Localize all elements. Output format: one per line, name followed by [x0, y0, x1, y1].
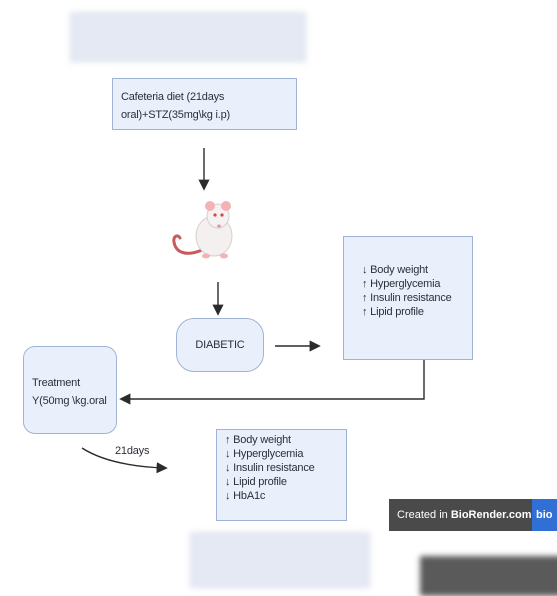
outcome-line: ↓ HbA1c	[225, 490, 266, 502]
outcome-line: ↓ Lipid profile	[225, 476, 287, 488]
lab-mouse-icon	[168, 198, 248, 266]
blurred-bottom-box	[190, 532, 370, 588]
biorender-logo-icon: bio	[531, 499, 557, 531]
effect-line: ↑ Hyperglycemia	[362, 278, 441, 290]
treatment-text: Treatment Y(50mg \kg.oral	[32, 377, 107, 407]
effect-line: ↑ Insulin resistance	[362, 292, 452, 304]
blurred-dark-badge	[420, 556, 557, 596]
outcome-line: ↑ Body weight	[225, 434, 291, 446]
outcome-line: ↓ Insulin resistance	[225, 462, 315, 474]
treatment-outcome-box: ↑ Body weight ↓ Hyperglycemia ↓ Insulin …	[216, 429, 347, 521]
biorender-badge[interactable]: Created in BioRender.com bio	[389, 499, 557, 531]
badge-prefix: Created in	[397, 509, 451, 521]
cafeteria-diet-text: Cafeteria diet (21days oral)+STZ(35mg\kg…	[121, 91, 230, 121]
duration-label: 21days	[115, 445, 150, 457]
treatment-box: Treatment Y(50mg \kg.oral	[23, 346, 117, 434]
effect-line: ↓ Body weight	[362, 264, 428, 276]
diabetic-label: DIABETIC	[195, 339, 245, 351]
arrow-treatment-to-outcome	[81, 447, 168, 474]
diabetic-box: DIABETIC	[176, 318, 264, 372]
diabetic-effects-box: ↓ Body weight ↑ Hyperglycemia ↑ Insulin …	[343, 236, 473, 360]
effect-line: ↑ Lipid profile	[362, 306, 424, 318]
outcome-line: ↓ Hyperglycemia	[225, 448, 304, 460]
badge-brand: BioRender.com	[450, 509, 532, 521]
blurred-header-box	[70, 12, 306, 62]
arrow-effects-to-treatment	[119, 360, 425, 405]
cafeteria-diet-box: Cafeteria diet (21days oral)+STZ(35mg\kg…	[112, 78, 297, 130]
